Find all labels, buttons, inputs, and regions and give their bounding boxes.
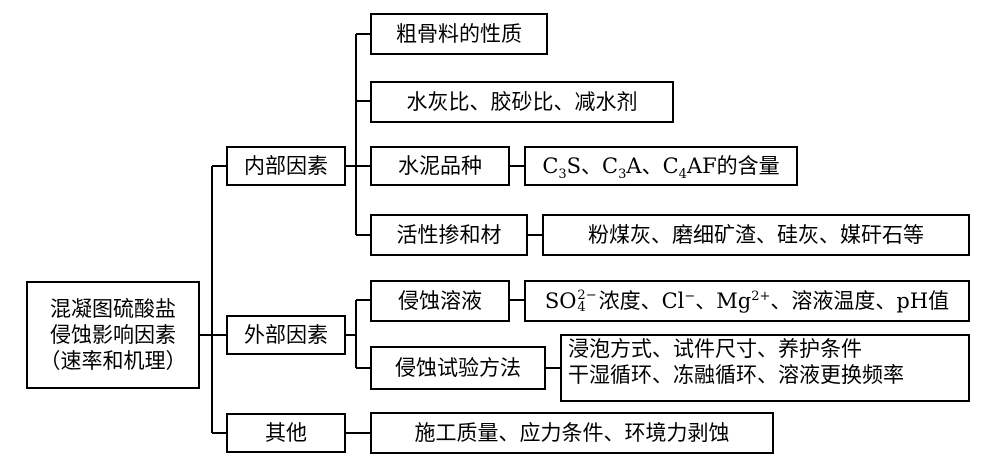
factor-water-cement-ratio-label: 水灰比、胶砂比、减水剂 [406, 89, 638, 114]
root-line-2: 侵蚀影响因素 [50, 322, 176, 347]
detail-test-method-line-1: 浸泡方式、试件尺寸、养护条件 [568, 337, 862, 361]
factor-cement-type-label: 水泥品种 [398, 153, 482, 178]
detail-cement-components-text: C3S、C3A、C4AF的含量 [542, 153, 780, 183]
factor-water-cement-ratio: 水灰比、胶砂比、减水剂 [370, 81, 674, 123]
category-internal: 内部因素 [226, 146, 346, 186]
category-internal-label: 内部因素 [244, 153, 328, 178]
root-node: 混凝图硫酸盐 侵蚀影响因素 （速率和机理） [26, 281, 200, 389]
category-external: 外部因素 [226, 315, 346, 355]
category-other: 其他 [226, 413, 346, 453]
detail-test-method-line-2: 干湿循环、冻融循环、溶液更换频率 [568, 363, 904, 388]
factor-corrosive-solution-label: 侵蚀溶液 [398, 288, 482, 313]
category-other-label: 其他 [265, 420, 307, 445]
category-external-label: 外部因素 [244, 322, 328, 347]
factor-coarse-aggregate-label: 粗骨料的性质 [396, 21, 522, 46]
root-line-1: 混凝图硫酸盐 [50, 296, 176, 321]
factor-corrosive-solution: 侵蚀溶液 [370, 280, 510, 322]
detail-mineral-list-text: 粉煤灰、磨细矿渣、硅灰、媒矸石等 [588, 222, 924, 247]
root-line-3: （速率和机理） [39, 349, 187, 374]
factor-coarse-aggregate: 粗骨料的性质 [370, 13, 548, 55]
factor-mineral-admixture: 活性掺和材 [370, 214, 528, 256]
detail-test-method-list: 浸泡方式、试件尺寸、养护条件 干湿循环、冻融循环、溶液更换频率 [560, 334, 970, 402]
factor-mineral-admixture-label: 活性掺和材 [396, 222, 502, 247]
factor-cement-type: 水泥品种 [370, 146, 510, 186]
factor-test-method: 侵蚀试验方法 [370, 346, 546, 390]
factor-construction-quality: 施工质量、应力条件、环境力剥蚀 [370, 412, 774, 454]
detail-mineral-list: 粉煤灰、磨细矿渣、硅灰、媒矸石等 [542, 214, 970, 256]
detail-cement-components: C3S、C3A、C4AF的含量 [524, 146, 798, 186]
factor-construction-quality-label: 施工质量、应力条件、环境力剥蚀 [414, 420, 730, 445]
factor-test-method-label: 侵蚀试验方法 [395, 355, 521, 380]
